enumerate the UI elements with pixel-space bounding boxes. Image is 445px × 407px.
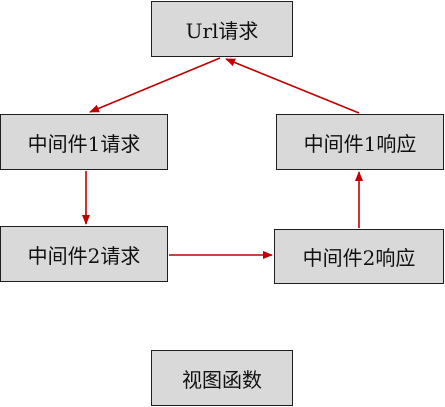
- node-view-function-label: 视图函数: [182, 367, 262, 392]
- node-view-function: 视图函数: [151, 350, 293, 406]
- node-middleware1-request-label: 中间件1请求: [27, 131, 141, 156]
- node-middleware1-response: 中间件1响应: [276, 114, 444, 170]
- arrow-mw1-response-to-url: [225, 58, 360, 114]
- node-middleware2-request: 中间件2请求: [0, 226, 168, 282]
- node-middleware2-response: 中间件2响应: [274, 229, 444, 284]
- node-url-request-label: Url请求: [185, 18, 259, 43]
- node-middleware2-request-label: 中间件2请求: [27, 243, 141, 268]
- node-url-request: Url请求: [151, 1, 293, 57]
- node-middleware1-request: 中间件1请求: [0, 114, 168, 170]
- node-middleware1-response-label: 中间件1响应: [303, 131, 417, 156]
- node-middleware2-response-label: 中间件2响应: [302, 246, 416, 270]
- arrow-url-to-mw1-request: [89, 57, 221, 113]
